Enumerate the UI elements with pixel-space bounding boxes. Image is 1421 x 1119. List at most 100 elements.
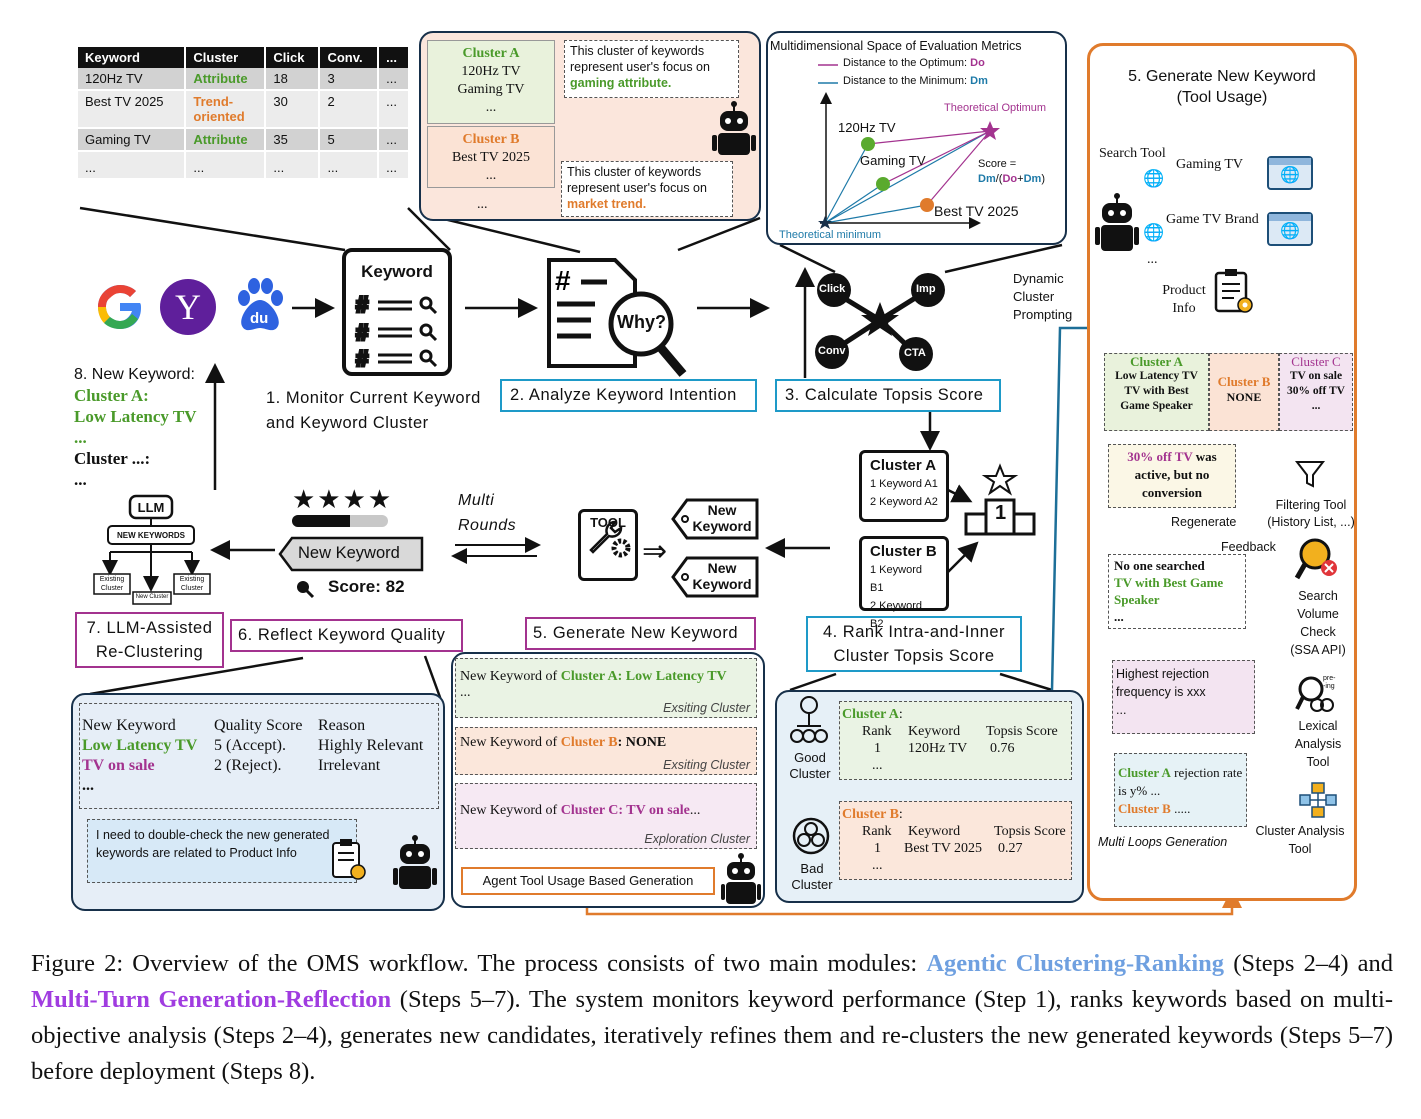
tool-icon: TOOL <box>578 509 638 581</box>
multi-rounds-label: Multi Rounds <box>458 492 517 534</box>
search-volume-icon <box>1294 536 1341 582</box>
globe-icon: 🌐 <box>1143 169 1165 188</box>
yahoo-icon: Y <box>160 279 216 335</box>
table-header: Keyword <box>78 47 187 68</box>
metrics-star-icon: Click Imp Conv CTA <box>812 272 948 372</box>
rank-table-a: Cluster A: Rank Keyword Topsis Score 1 1… <box>839 701 1072 780</box>
score-value: Score: 82 <box>328 577 405 596</box>
metric-cta: CTA <box>904 347 926 359</box>
intent-note-b: This cluster of keywords represent user'… <box>561 161 733 217</box>
browser-window-icon: 🌐 <box>1267 156 1313 190</box>
browser-window-icon: 🌐 <box>1267 212 1313 246</box>
keyword-icon-title: Keyword <box>361 262 433 281</box>
prompt-cluster-a: Cluster A Low Latency TV TV with Best Ga… <box>1104 353 1209 431</box>
cluster-analysis-icon <box>1298 781 1338 819</box>
metric-click: Click <box>819 283 846 295</box>
topsis-space-title: Multidimensional Space of Evaluation Met… <box>770 39 1022 53</box>
score-search-icon <box>295 579 315 599</box>
rejection-note: Highest rejection frequency is xxx ... <box>1112 660 1255 734</box>
search-tool-label: Search Tool <box>1099 146 1166 161</box>
good-cluster-icon <box>789 696 829 752</box>
rank-cluster-b-card: Cluster B 1 Keyword B1 2 Keyword B2 <box>859 536 949 630</box>
generation-panel: New Keyword of Cluster A: Low Latency TV… <box>451 652 765 908</box>
baidu-icon: du <box>230 276 290 336</box>
minimum-label: Theoretical minimum <box>779 229 882 241</box>
off-tv-note: 30% off TV was active, but no conversion <box>1108 444 1236 508</box>
metric-conv: Conv <box>818 345 846 357</box>
no-search-note: No one searched TV with Best Game Speake… <box>1108 554 1246 629</box>
rank-cluster-a-card: Cluster A 1 Keyword A1 2 Keyword A2 <box>859 450 949 522</box>
multi-loops-label: Multi Loops Generation <box>1098 835 1228 849</box>
tool-label: TOOL <box>590 515 626 530</box>
tool-arrow-icon: ⇒ <box>642 535 668 568</box>
tool-panel-title: 5. Generate New Keyword (Tool Usage) <box>1128 68 1316 106</box>
gen-cluster-a: New Keyword of Cluster A: Low Latency TV… <box>455 658 757 718</box>
svg-text:#: # <box>555 265 571 296</box>
new-keyword-tag: New Keyword <box>671 498 759 540</box>
intent-ellipsis: ... <box>477 197 488 212</box>
intent-panel: Cluster A 120Hz TV Gaming TV ... Cluster… <box>419 31 761 221</box>
metric-imp: Imp <box>916 283 936 295</box>
intent-note-a: This cluster of keywords represent user'… <box>564 40 739 98</box>
table-row: 120Hz TV Attribute 18 3 ... <box>78 68 410 91</box>
prompt-cluster-b: Cluster B NONE <box>1209 353 1279 431</box>
quality-bar <box>292 515 388 527</box>
prompt-cluster-c: Cluster C TV on sale 30% off TV ... <box>1279 353 1353 431</box>
rating-stars: ★★★★ <box>292 484 394 514</box>
step-3-label: 3. Calculate Topsis Score <box>775 379 1001 412</box>
score-formula: Score = Dm/(Do+Dm) <box>978 158 1045 185</box>
feedback-label: Feedback <box>1221 540 1276 554</box>
bad-cluster-icon <box>791 816 831 856</box>
step-5-label: 5. Generate New Keyword <box>525 617 756 650</box>
table-header: ... <box>378 47 410 68</box>
point-label: Gaming TV <box>860 153 926 168</box>
funnel-icon <box>1294 459 1326 489</box>
analyze-document-icon: # Why? <box>545 256 695 380</box>
search-query-1: Gaming TV <box>1176 157 1244 172</box>
quality-table: New Keyword Quality Score Reason Low Lat… <box>79 703 439 809</box>
step-7-label: 7. LLM-Assisted Re-Clustering <box>75 612 224 668</box>
table-header: Click <box>265 47 321 68</box>
search-volume-label: Search Volume Check (SSA API) <box>1290 589 1346 657</box>
step-1-label: 1. Monitor Current Keyword and Keyword C… <box>266 386 496 436</box>
table-header: Cluster <box>185 47 267 68</box>
reflection-panel: New Keyword Quality Score Reason Low Lat… <box>71 693 445 911</box>
point-label: 120Hz TV <box>838 120 896 135</box>
step-2-label: 2. Analyze Keyword Intention <box>500 379 757 412</box>
podium-number: 1 <box>995 502 1007 524</box>
gen-cluster-b: New Keyword of Cluster B: NONE Exsiting … <box>455 727 757 775</box>
svg-text:#: # <box>356 292 368 317</box>
google-icon <box>92 279 148 335</box>
step-4-label: 4. Rank Intra-and-Inner Cluster Topsis S… <box>806 616 1022 672</box>
good-cluster-label: Good Cluster <box>789 750 831 781</box>
svg-text:#: # <box>356 320 368 345</box>
cluster-rejection-note: Cluster A rejection rate is y% ... Clust… <box>1114 753 1247 827</box>
keyword-table: Keyword Cluster Click Conv. ... 120Hz TV… <box>78 47 410 180</box>
robot-icon <box>712 101 756 157</box>
rank-panel: Good Cluster Bad Cluster Cluster A: Rank… <box>775 690 1084 903</box>
gen-cluster-c: New Keyword of Cluster C: TV on sale... … <box>455 783 757 849</box>
podium-icon: 1 <box>962 463 1038 536</box>
legend-do: Distance to the Optimum: Do <box>843 57 985 69</box>
robot-icon <box>721 853 761 905</box>
table-row: Gaming TV Attribute 35 5 ... <box>78 128 410 152</box>
svg-text:#: # <box>356 346 368 371</box>
lexical-icon: pre- -ing <box>1295 675 1339 715</box>
step-8-block: 8. New Keyword: Cluster A: Low Latency T… <box>74 366 197 489</box>
globe-icon: 🌐 <box>1143 223 1165 242</box>
regenerate-label: Regenerate <box>1171 515 1237 529</box>
tool-usage-panel: 5. Generate New Keyword (Tool Usage) Sea… <box>1087 43 1357 901</box>
lexical-tool-label: Lexical Analysis Tool <box>1294 719 1342 769</box>
robot-icon <box>393 835 437 891</box>
llm-cluster-diagram: LLM NEW KEYWORDS Existing Cluster New Cl… <box>90 494 215 606</box>
filtering-tool-label: Filtering Tool (History List, ...) <box>1267 498 1355 529</box>
step-8-title: 8. New Keyword: <box>74 366 195 383</box>
product-info-note: I need to double-check the new generated… <box>87 819 357 883</box>
search-query-2: Game TV Brand <box>1166 212 1259 227</box>
clipboard-gear-icon <box>1212 267 1254 315</box>
new-keyword-tag: New Keyword <box>671 556 759 598</box>
table-row: ... ... ... ... ... <box>78 151 410 180</box>
rank-table-b: Cluster B: Rank Keyword Topsis Score 1 B… <box>839 801 1072 880</box>
keyword-list-icon: Keyword ### <box>342 248 452 376</box>
bad-cluster-label: Bad Cluster <box>791 861 833 892</box>
